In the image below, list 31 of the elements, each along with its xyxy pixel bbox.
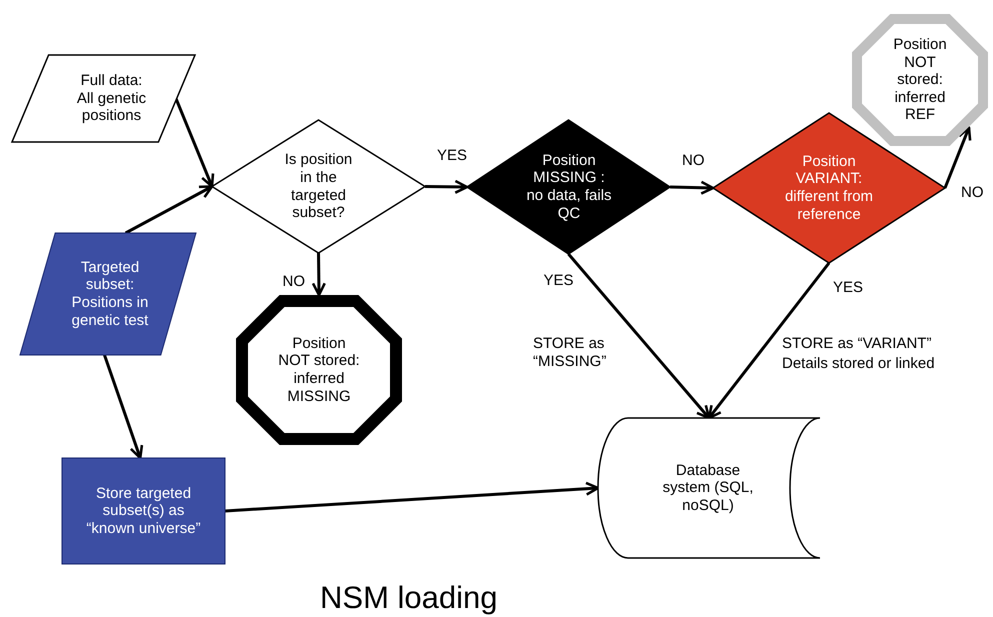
node-label: Store targeted subset(s) as “known universe”: [85, 484, 202, 538]
arrow: [103, 354, 144, 460]
arrow: [670, 180, 714, 195]
arrow: [567, 253, 710, 420]
decision-diamond: [467, 120, 670, 254]
arrow: [944, 126, 972, 189]
data-parallelogram: [12, 55, 195, 142]
arrow: [224, 482, 600, 512]
note-text: Details stored or linked: [782, 355, 935, 373]
stop-octagon: [236, 295, 402, 445]
note-text: STORE as “VARIANT”: [782, 335, 932, 353]
node-label: Full data: All genetic positions: [76, 72, 148, 125]
node-label: Position VARIANT: different from reference: [784, 152, 874, 224]
node-label: Is position in the targeted subset?: [284, 151, 354, 222]
arrow: [424, 180, 468, 194]
process-box: [62, 458, 225, 564]
arrow: [174, 98, 214, 188]
node-label: Database system (SQL, noSQL): [662, 462, 754, 514]
arrow: [708, 262, 830, 420]
stop-octagon: [852, 14, 988, 146]
arrow: [124, 185, 214, 234]
node-label: Targeted subset: Positions in genetic test: [70, 258, 150, 330]
data-parallelogram: [20, 233, 196, 355]
arrow: [312, 252, 326, 296]
decision-diamond: [212, 120, 425, 253]
node-label: Position NOT stored: inferred REF: [892, 36, 948, 124]
node-label: Position NOT stored: inferred MISSING: [277, 334, 361, 406]
node-label: Position MISSING : no data, fails QC: [525, 152, 613, 222]
note-text: STORE as “MISSING”: [533, 335, 608, 370]
caption: NSM loading: [320, 580, 498, 616]
database-cylinder: [598, 418, 820, 558]
